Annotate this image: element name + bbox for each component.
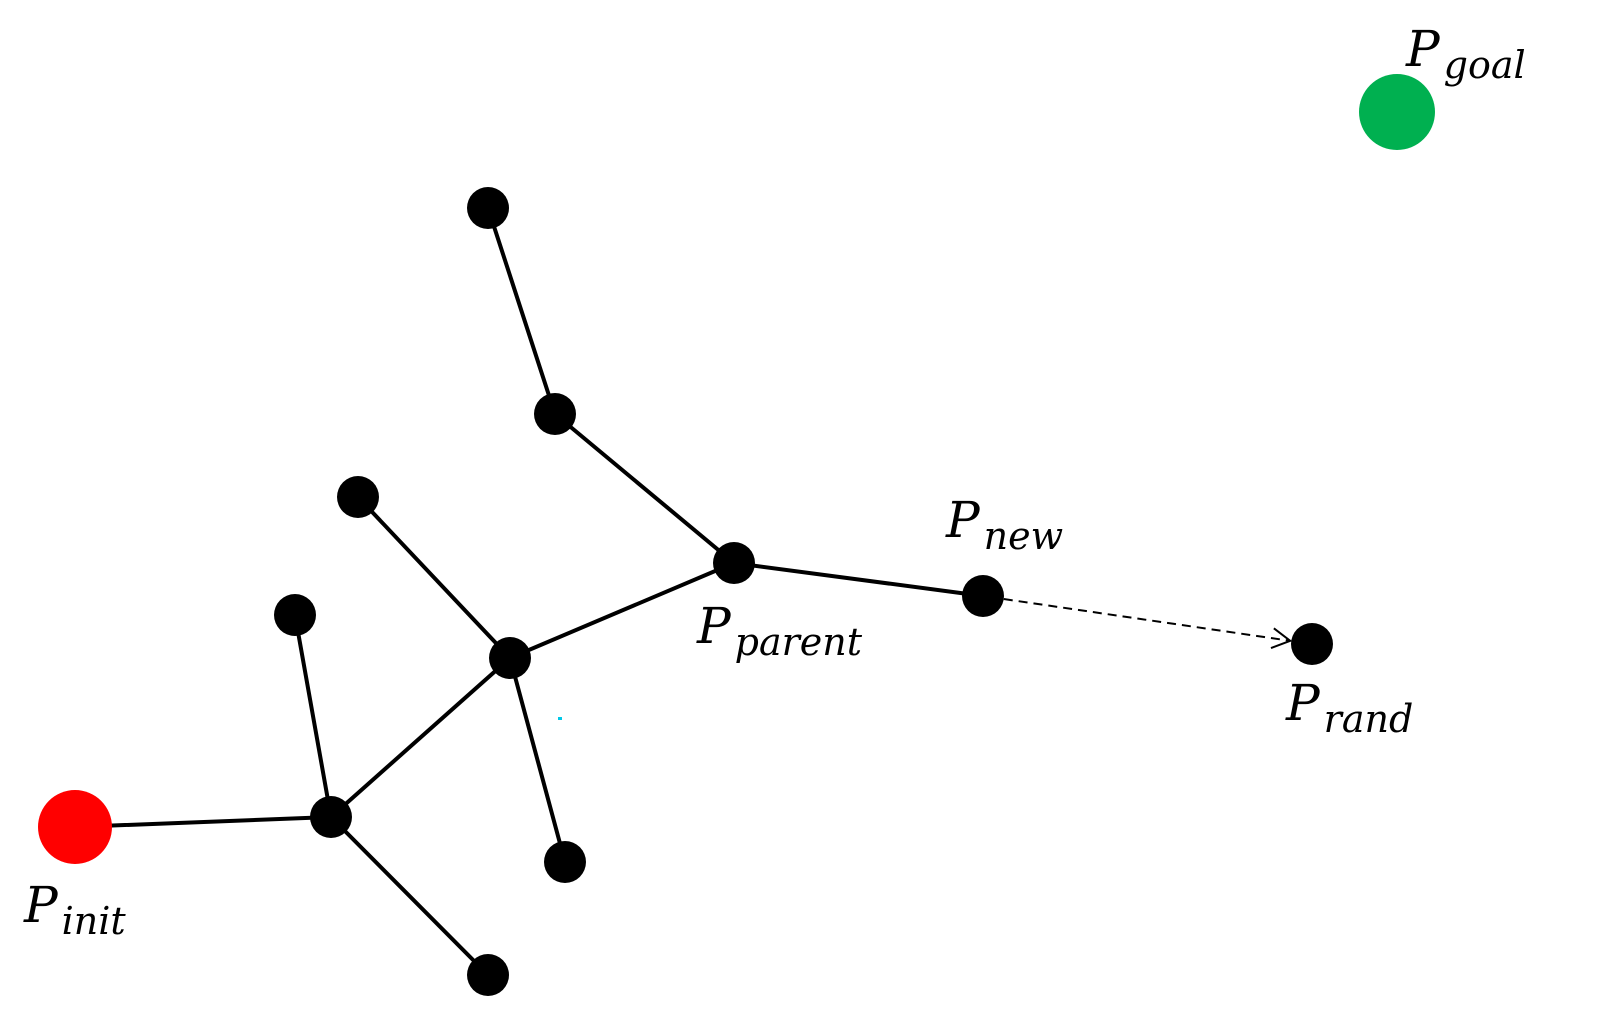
- edge-mid-parent: [508, 561, 736, 660]
- node-parent: [713, 542, 755, 584]
- edge-parent-up: [553, 412, 736, 565]
- label-goal-sub: goal: [1444, 43, 1526, 87]
- node-new: [962, 575, 1004, 617]
- node-m1: [337, 476, 379, 518]
- edge-new-rand: [1003, 598, 1291, 642]
- edge-hub-b2: [329, 815, 490, 977]
- node-init: [38, 790, 112, 864]
- edges-layer: [73, 206, 1293, 977]
- label-goal-main: P: [1405, 20, 1441, 78]
- node-hub: [310, 796, 352, 838]
- nodes-layer: [38, 74, 1435, 996]
- edge-up-top: [486, 206, 557, 416]
- label-init-sub: init: [62, 899, 127, 943]
- edge-hub-mid: [329, 656, 512, 819]
- label-parent-sub: parent: [735, 620, 863, 664]
- label-parent-main: P: [696, 597, 732, 655]
- node-rand: [1291, 623, 1333, 665]
- node-m2: [544, 841, 586, 883]
- edge-hub-b1: [293, 613, 333, 819]
- stray-mark: [558, 717, 562, 720]
- node-goal: [1359, 74, 1435, 150]
- node-mid: [489, 637, 531, 679]
- node-up: [534, 393, 576, 435]
- arrowhead-rand: [1270, 627, 1293, 650]
- label-init-main: P: [23, 876, 59, 934]
- edge-parent-new: [732, 561, 985, 598]
- node-top: [467, 187, 509, 229]
- label-rand-sub: rand: [1324, 697, 1414, 741]
- edge-mid-m2: [508, 656, 567, 864]
- edge-init-hub: [73, 815, 333, 829]
- edge-mid-m1: [356, 495, 512, 660]
- label-rand-main: P: [1285, 674, 1321, 732]
- label-new-sub: new: [984, 514, 1064, 558]
- node-b1: [274, 594, 316, 636]
- label-new-main: P: [945, 491, 981, 549]
- node-b2: [467, 954, 509, 996]
